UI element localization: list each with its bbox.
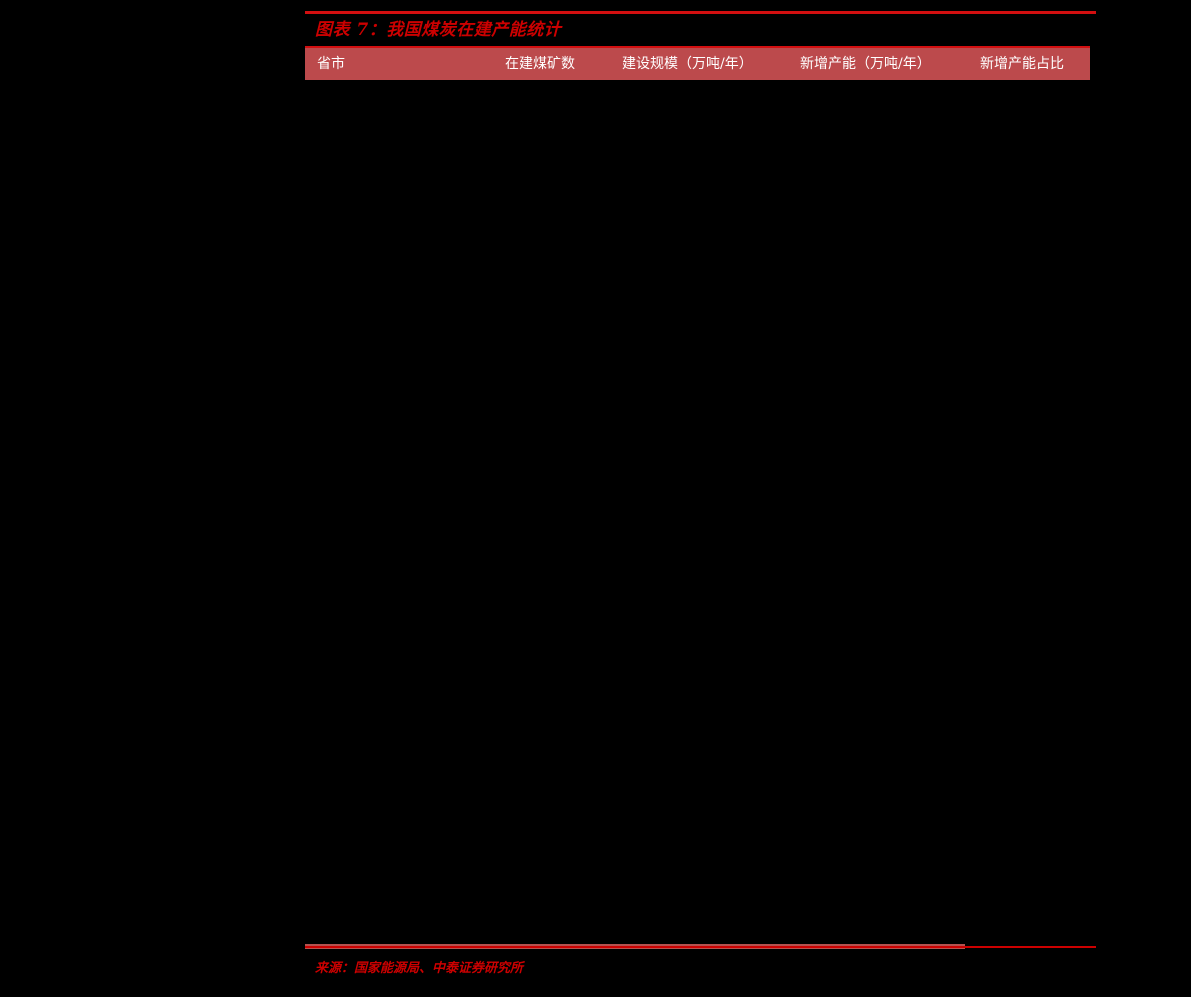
table-header-topline bbox=[305, 46, 1090, 48]
column-header-mines-under-construction: 在建煤矿数 bbox=[505, 56, 575, 72]
column-header-new-capacity-share: 新增产能占比 bbox=[980, 56, 1064, 72]
column-header-new-capacity: 新增产能（万吨/年） bbox=[800, 56, 931, 72]
table-body bbox=[305, 80, 1090, 940]
column-header-province: 省市 bbox=[317, 56, 345, 72]
table-header-row: 省市 在建煤矿数 建设规模（万吨/年） 新增产能（万吨/年） 新增产能占比 bbox=[305, 48, 1090, 80]
figure-bottom-rule-thin bbox=[305, 946, 1096, 948]
figure-title: 图表 7：我国煤炭在建产能统计 bbox=[315, 20, 562, 40]
source-note: 来源：国家能源局、中泰证券研究所 bbox=[315, 961, 524, 976]
figure-top-rule bbox=[305, 11, 1096, 14]
figure-block: 图表 7：我国煤炭在建产能统计 省市 在建煤矿数 建设规模（万吨/年） 新增产能… bbox=[305, 0, 1096, 997]
column-header-construction-scale: 建设规模（万吨/年） bbox=[622, 56, 753, 72]
